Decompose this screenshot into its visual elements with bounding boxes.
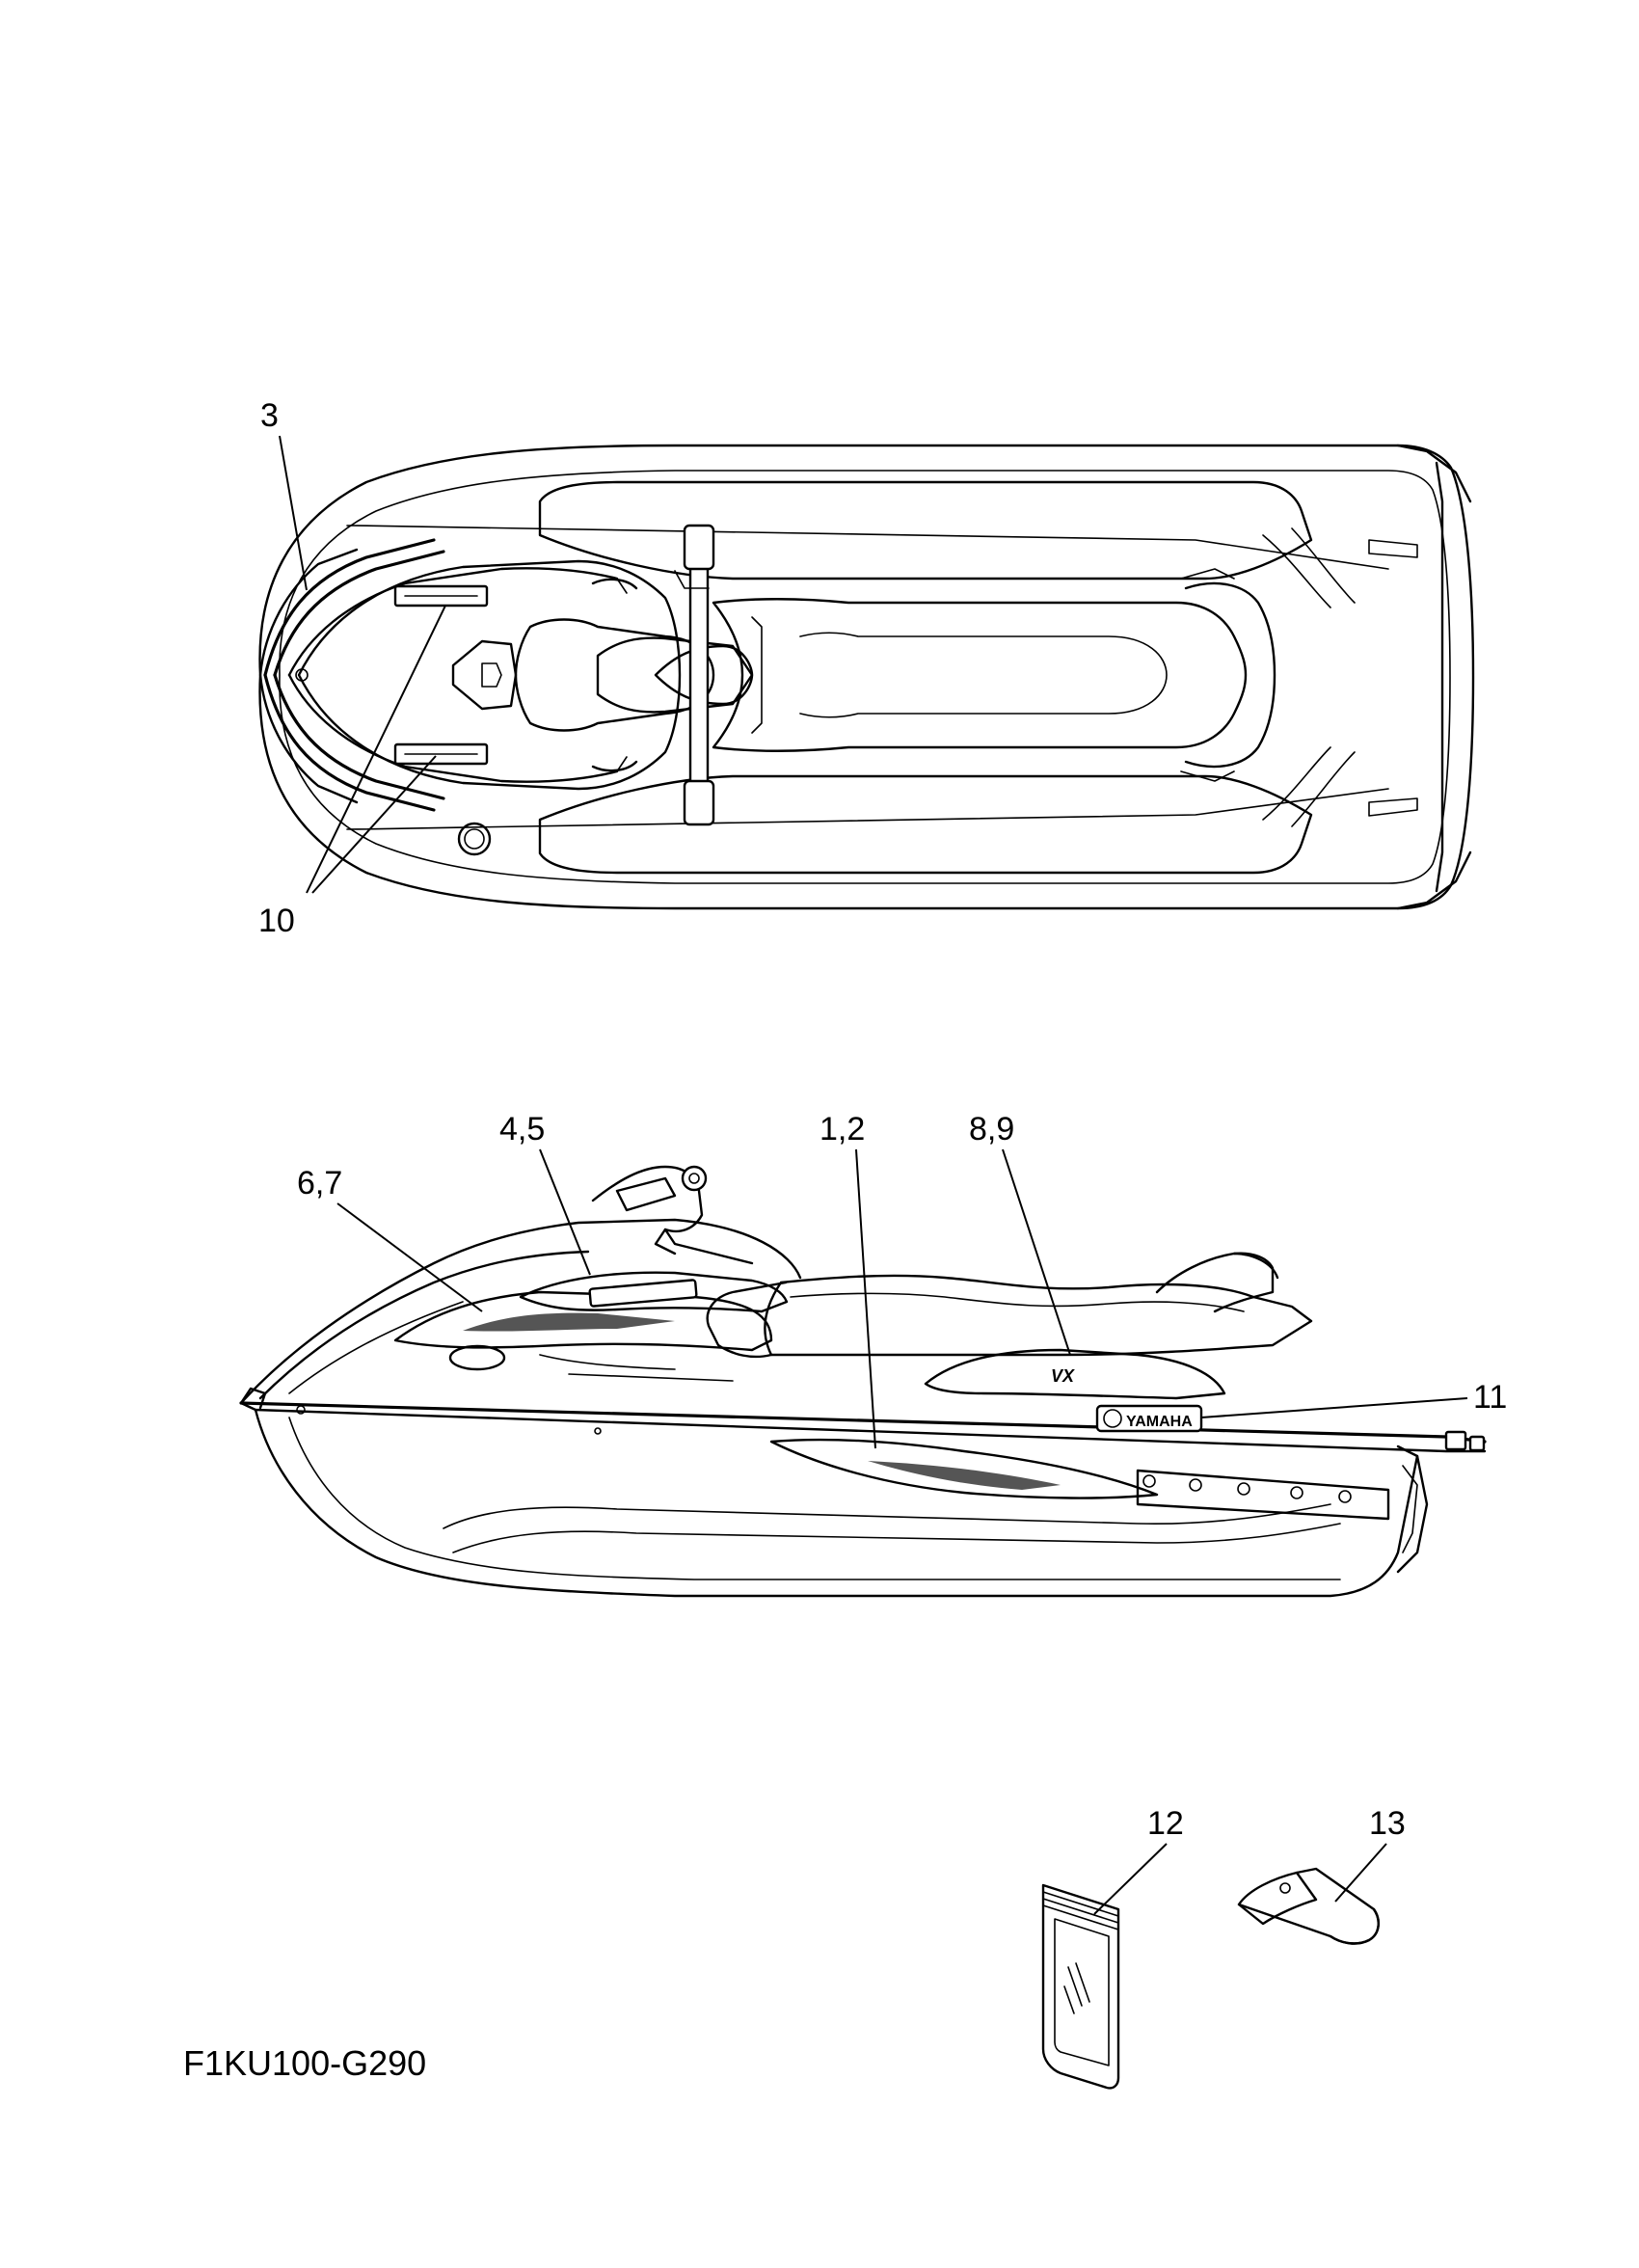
callout-8-9: 8,9: [969, 1111, 1014, 1148]
callout-10: 10: [258, 903, 295, 939]
decal-8-9: [924, 1348, 1226, 1400]
callout-6-7: 6,7: [297, 1165, 342, 1202]
callouts-side: 4,5 1,2 8,9 6,7 11: [297, 1111, 1507, 1449]
leader-10-a: [306, 605, 446, 894]
decal-6-7: [393, 1290, 773, 1352]
handlebar: [688, 528, 710, 822]
part-12-document-pouch: [1041, 1883, 1120, 2090]
leader-12: [1093, 1843, 1168, 1915]
leader-3: [279, 435, 308, 591]
watercraft-side-view: VX YAMAHA: [239, 1165, 1487, 1598]
decal-brand-text: YAMAHA: [1126, 1414, 1193, 1430]
callout-12: 12: [1147, 1805, 1184, 1842]
decal-11-yamaha-badge: [1095, 1404, 1203, 1433]
callout-13: 13: [1369, 1805, 1406, 1842]
watercraft-top-view: [258, 444, 1475, 910]
part-13-storage-case: [1237, 1867, 1380, 1945]
figure-code: F1KU100-G290: [183, 2043, 426, 2083]
leader-4-5: [539, 1148, 591, 1276]
decal-1-2: [769, 1438, 1159, 1499]
callout-1-2: 1,2: [820, 1111, 865, 1148]
leader-10-b: [311, 755, 437, 894]
leader-8-9: [1002, 1148, 1071, 1356]
leader-11: [1200, 1397, 1468, 1418]
callout-11: 11: [1473, 1379, 1507, 1416]
leader-1-2: [855, 1148, 876, 1449]
decal-model-text: VX: [1051, 1366, 1075, 1386]
leader-6-7: [336, 1202, 483, 1312]
callouts-top: 3 10: [258, 397, 446, 939]
decal-4-5: [519, 1271, 789, 1313]
leader-13: [1334, 1843, 1387, 1903]
callout-4-5: 4,5: [499, 1111, 545, 1148]
callout-3: 3: [260, 397, 279, 434]
